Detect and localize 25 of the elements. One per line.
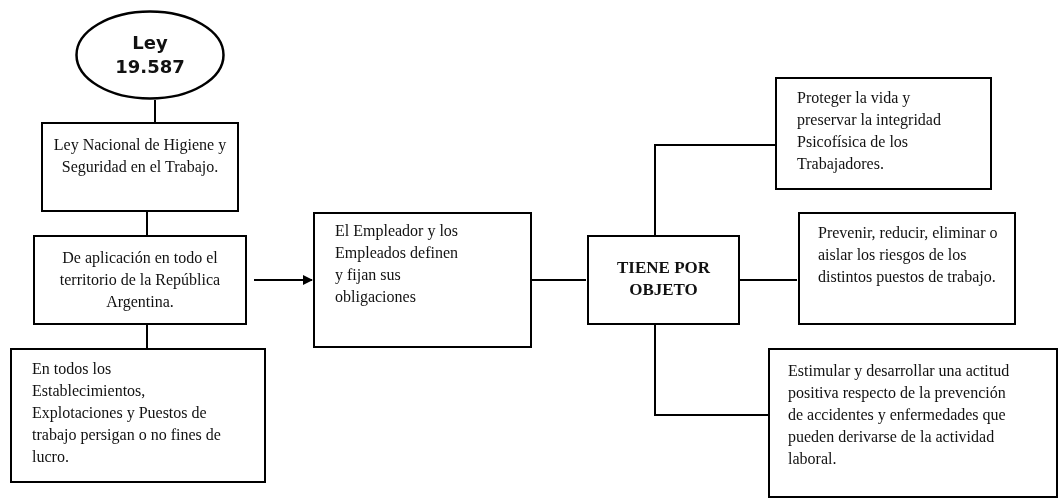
text-box [33, 235, 247, 325]
text-box [768, 348, 1058, 498]
law-title: Ley 19.587 [114, 31, 186, 79]
box-text: Ley Nacional de Higiene y Seguridad en el Trabajo. [52, 135, 228, 178]
arrow [253, 275, 313, 285]
text-box [798, 212, 1016, 325]
connector-line [154, 99, 156, 123]
connector-line [739, 279, 798, 281]
text-box [41, 122, 239, 212]
box-text: En todos los Establecimientos, Explotaciones y Puestos de trabajo persigan o no fines de lucro. [32, 359, 222, 467]
central-box [587, 235, 740, 325]
connector-line [654, 144, 776, 236]
box-text: Proteger la vida y preservar la integridad Psicofísica de los Trabajadores. [797, 88, 942, 175]
text-box [313, 212, 532, 348]
box-heading: TIENE POR OBJETO [615, 257, 711, 301]
connector-line [146, 211, 148, 236]
text-box [10, 348, 266, 483]
box-text: Estimular y desarrollar una actitud positiva respecto de la prevención de accidentes y enfermedades que pueden derivarse de la actividad laboral. [788, 361, 1011, 469]
box-text: El Empleador y los Empleados definen y fijan sus obligaciones [335, 221, 460, 308]
text-box [775, 77, 992, 190]
box-text: Prevenir, reducir, eliminar o aislar los riesgos de los distintos puestos de trabajo. [818, 223, 999, 288]
box-text: De aplicación en todo el territorio de la República Argentina. [58, 248, 222, 313]
connector-line [531, 279, 587, 281]
connector-line [146, 324, 148, 349]
connector-line [654, 324, 769, 416]
